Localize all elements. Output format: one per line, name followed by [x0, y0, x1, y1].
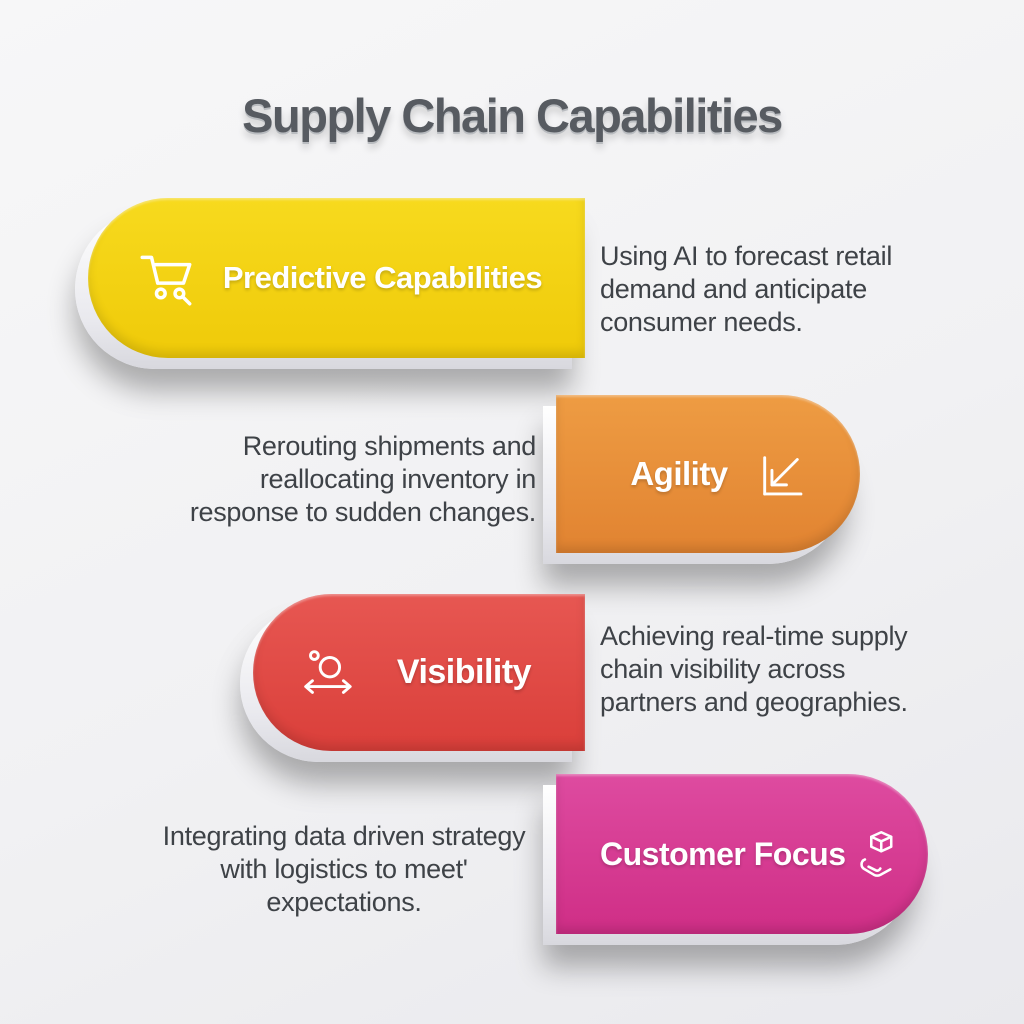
banner-predictive-capabilities: Predictive Capabilities: [75, 198, 585, 369]
banner-description: Rerouting shipments and reallocating inv…: [189, 431, 536, 527]
banner-customer-focus: Customer Focus: [543, 774, 928, 945]
banner-face: Agility: [556, 395, 860, 553]
banner-label: Customer Focus: [600, 835, 846, 872]
page-title: Supply Chain Capabilities: [242, 89, 783, 142]
banner-description: Achieving real-time supply chain visibil…: [600, 621, 908, 717]
banner-agility: Agility: [543, 395, 860, 564]
banner-face: Visibility: [253, 594, 585, 751]
banner-label: Agility: [630, 455, 728, 492]
hand-box-icon: [845, 825, 903, 883]
arrow-down-left-icon: [752, 445, 810, 503]
banner-face: Predictive Capabilities: [88, 198, 585, 358]
banner-label: Visibility: [396, 653, 532, 691]
shopping-cart-icon: [134, 245, 200, 311]
banner-face: Customer Focus: [556, 774, 928, 934]
banner-description: Using AI to forecast retail demand and a…: [600, 241, 893, 337]
visibility-network-icon: [295, 642, 357, 704]
banner-label: Predictive Capabilities: [222, 260, 543, 295]
banner-visibility: Visibility: [240, 594, 585, 762]
banner-description: Integrating data driven strategy with lo…: [162, 821, 526, 917]
